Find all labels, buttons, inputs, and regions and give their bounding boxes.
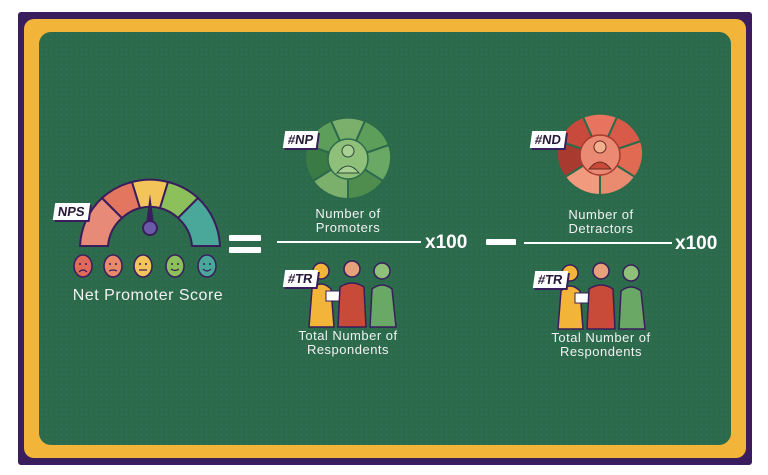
nps-tag: NPS <box>52 203 90 220</box>
equals-sign-lower <box>229 247 261 253</box>
respondents-label-line1-detractors: Total Number of <box>551 330 651 345</box>
respondents-label-line2-promoters: Respondents <box>306 342 390 357</box>
nps-gauge-icon <box>78 178 222 247</box>
promoters-label-line2: Promoters <box>315 220 381 235</box>
rating-faces-icon <box>73 254 217 278</box>
tr-tag-detractors: #TR <box>532 271 568 288</box>
promoters-wheel-icon <box>303 116 393 201</box>
np-tag: #NP <box>282 131 319 148</box>
detractors-multiplier: x100 <box>675 233 718 254</box>
respondents-group-icon <box>557 262 646 330</box>
respondents-label-line1-promoters: Total Number of <box>298 328 398 343</box>
nps-title: Net Promoter Score <box>72 287 224 304</box>
detractors-label-line2: Detractors <box>568 221 634 236</box>
detractors-wheel-icon <box>555 112 645 197</box>
detractors-fraction-bar <box>524 242 672 244</box>
nd-tag: #ND <box>529 131 567 148</box>
promoters-multiplier: x100 <box>425 232 468 253</box>
promoters-label-line1: Number of <box>315 206 381 221</box>
chalkboard <box>39 32 731 445</box>
respondents-label-line2-detractors: Respondents <box>559 344 643 359</box>
minus-sign <box>486 239 516 245</box>
equals-sign <box>229 235 261 241</box>
detractors-label-line1: Number of <box>568 207 634 222</box>
respondents-group-icon <box>308 260 397 328</box>
tr-tag-promoters: #TR <box>282 270 318 287</box>
promoters-fraction-bar <box>277 241 421 243</box>
